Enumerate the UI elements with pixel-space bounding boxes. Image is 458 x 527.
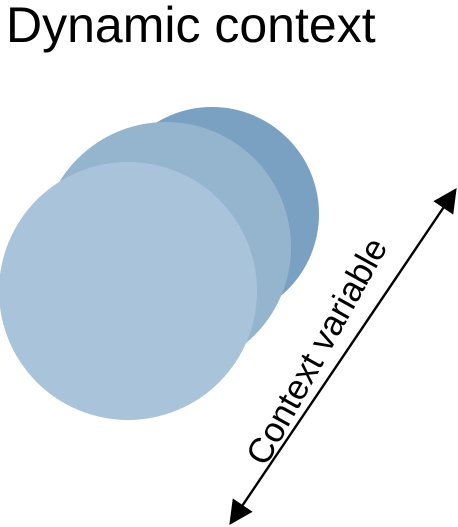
context-circles — [0, 107, 319, 420]
context-variable-arrow — [229, 188, 457, 525]
diagram-title: Dynamic context — [6, 0, 376, 53]
context-circle-front — [0, 162, 257, 420]
